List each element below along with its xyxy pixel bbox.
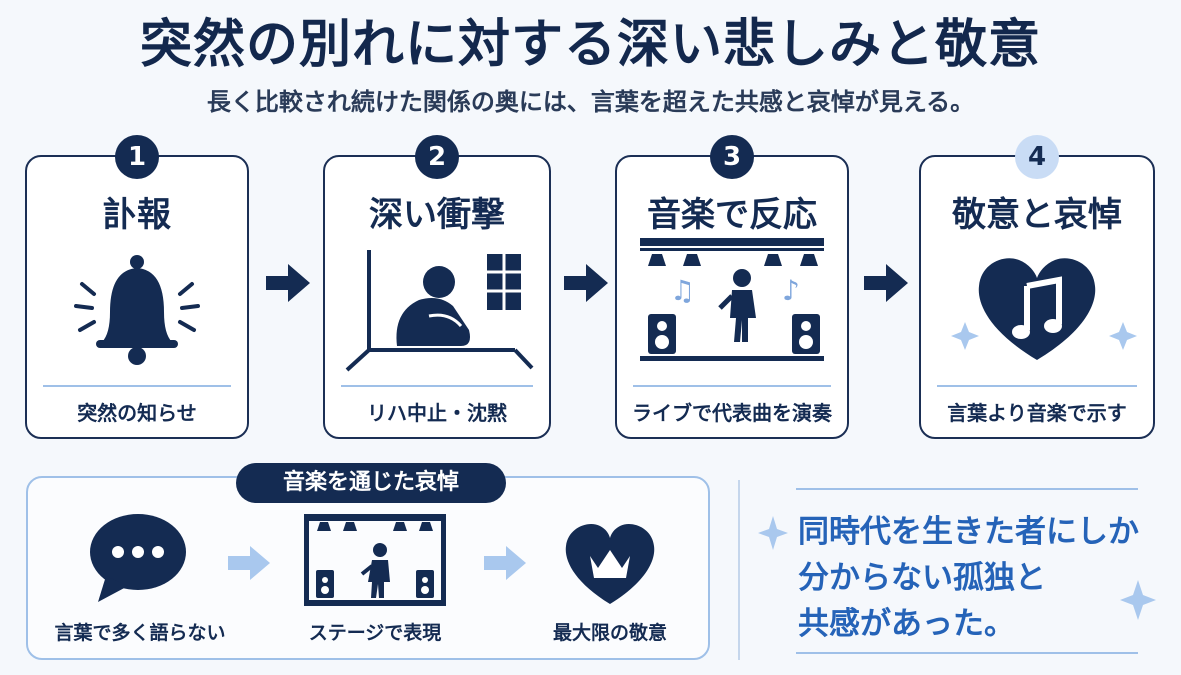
step-card-1: 1 訃報 突然の知らせ [25,135,249,439]
speech-bubble-icon [88,510,188,610]
svg-text:♪: ♪ [782,274,800,307]
step-caption: 言葉より音楽で示す [947,401,1127,425]
step-number-badge: 2 [415,135,459,179]
step-title: 訃報 [103,195,171,235]
page-title: 突然の別れに対する深い悲しみと敬意 [139,15,1041,75]
card-divider [341,385,533,387]
step-card-4: 4 敬意と哀悼 言葉より音楽で示す [919,135,1155,439]
crown-heart-icon [560,520,660,610]
quote-top-rule [796,488,1138,490]
arrow-right-icon [228,546,270,580]
card-divider [633,385,831,387]
svg-text:♫: ♫ [670,274,695,307]
step-card-2: 2 深い衝撃 リハ中止・沈黙 [323,135,551,439]
arrow-right-icon [484,546,526,580]
sparkle-icon [758,516,788,550]
card-divider [43,385,231,387]
arrow-right-icon [864,264,908,302]
section-divider [738,480,740,660]
step-title: 音楽で反応 [647,195,817,235]
step-number-badge: 4 [1015,135,1059,179]
stage-performer-icon: ♫ ♪ [617,238,847,382]
stage-icon [302,510,448,612]
step-number-badge: 1 [115,135,159,179]
quote-line: 分からない孤独と [798,560,1046,596]
bell-icon [27,242,247,382]
sparkle-icon [1120,580,1156,620]
quote-line: 共感があった。 [798,606,1015,642]
card-divider [937,385,1137,387]
item-caption: 言葉で多く語らない [54,622,226,644]
quote-bottom-rule [796,652,1138,654]
page-subtitle: 長く比較され続けた関係の奥には、言葉を超えた共感と哀悼が見える。 [206,88,975,116]
section-label: 音楽を通じた哀悼 [236,463,506,503]
step-card-3: 3 音楽で反応 ♫ ♪ ライブで代表曲を演奏 [615,135,849,439]
quote-line: 同時代を生きた者にしか [798,514,1139,550]
item-caption: 最大限の敬意 [552,622,667,644]
step-caption: ライブで代表曲を演奏 [632,401,832,425]
music-heart-icon [921,242,1153,382]
step-title: 敬意と哀悼 [952,195,1122,235]
step-caption: 突然の知らせ [77,401,197,425]
step-number-badge: 3 [710,135,754,179]
arrow-right-icon [266,264,310,302]
step-title: 深い衝撃 [369,195,505,235]
step-caption: リハ中止・沈黙 [367,401,507,425]
grieving-person-icon [325,242,549,382]
arrow-right-icon [564,264,608,302]
item-caption: ステージで表現 [308,622,442,644]
